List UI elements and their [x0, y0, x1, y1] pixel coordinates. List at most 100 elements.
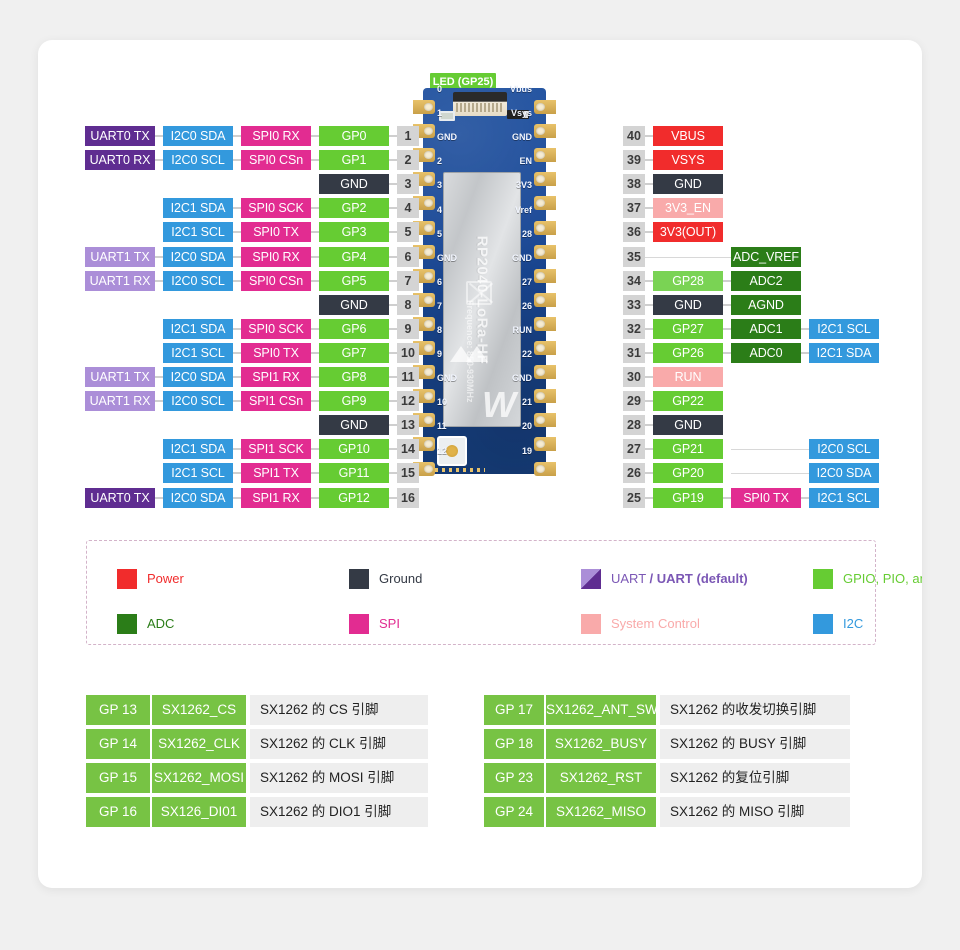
connector-dash [645, 231, 653, 234]
board-photo: RP2040-LoRa-HF Frequence: 850-930MHz W 0… [413, 84, 556, 476]
pin-label-i2c0-sda: I2C0 SDA [163, 487, 233, 508]
table-cell-gp: GP 18 [484, 729, 544, 759]
connector-dash [389, 472, 397, 475]
legend-label: SPI [379, 616, 400, 631]
silkscreen-label: 1 [437, 108, 443, 119]
connector-dash [389, 135, 397, 137]
castellated-pad [534, 437, 556, 452]
antenna-pads [435, 468, 485, 472]
connector-dash [311, 496, 319, 499]
table-cell-description: SX1262 的 CLK 引脚 [250, 729, 428, 759]
pin-number-33: 33 [623, 294, 645, 315]
connector-line [653, 256, 731, 258]
silkscreen-label: GND [437, 132, 457, 143]
pinout-card: LED (GP25) RP2040-LoRa-HF Frequence: 850… [38, 40, 922, 888]
pin-label-i2c1-sda: I2C1 SDA [163, 318, 233, 339]
pin-number-9: 9 [397, 318, 419, 339]
silkscreen-label: 7 [437, 300, 443, 311]
connector-dash [389, 424, 397, 427]
pin-label-gp20: GP20 [653, 463, 723, 484]
pin-label-adc2: ADC2 [731, 270, 801, 291]
castellated-pad [534, 196, 556, 211]
connector-dash [311, 255, 319, 258]
connector-dash [645, 448, 653, 451]
castellated-pad [534, 148, 556, 163]
connector-dash [233, 135, 241, 137]
connector-dash [389, 400, 397, 403]
castellated-pad [534, 124, 556, 139]
pin-label-i2c1-sda: I2C1 SDA [163, 198, 233, 219]
connector-dash [389, 279, 397, 282]
pin-label-adc-vref: ADC_VREF [731, 246, 801, 267]
silkscreen-label: GND [437, 252, 457, 263]
connector-dash [645, 183, 653, 186]
silkscreen-label: 9 [437, 349, 443, 360]
pin-row-left: GND 3 [38, 174, 922, 195]
pin-label-i2c0-scl: I2C0 SCL [809, 439, 879, 460]
silkscreen-label: GND [512, 373, 532, 384]
connector-dash [801, 496, 809, 499]
silkscreen-label: 3V3 [515, 180, 532, 191]
pin-label-spi1-rx: SPI1 RX [241, 367, 311, 387]
connector-dash [311, 327, 319, 330]
connector-dash [389, 351, 397, 354]
connector-dash [389, 448, 397, 451]
pin-label-gp4: GP4 [319, 246, 389, 267]
connector-line [645, 256, 653, 258]
pin-label-i2c1-sda: I2C1 SDA [809, 342, 879, 363]
pin-label-gnd: GND [319, 174, 389, 195]
pin-label-uart0-rx: UART0 RX [85, 150, 155, 171]
silkscreen-label: GND [512, 132, 532, 143]
legend-label: ADC [147, 616, 175, 631]
pin-label-spi1-sck: SPI1 SCK [241, 439, 311, 460]
pin-number-30: 30 [623, 367, 645, 387]
castellated-pad [534, 461, 556, 476]
pin-number-14: 14 [397, 439, 419, 460]
pin-number-3: 3 [397, 174, 419, 195]
connector-dash [389, 159, 397, 162]
table-cell-gp: GP 13 [86, 695, 150, 725]
pin-label-gnd: GND [653, 174, 723, 195]
castellated-pad [534, 268, 556, 283]
rp2040-lora-module: RP2040-LoRa-HF Frequence: 850-930MHz W [443, 172, 521, 427]
connector-dash [389, 255, 397, 258]
connector-line [731, 473, 809, 475]
table-cell-name: SX1262_CS [152, 695, 246, 725]
pin-label-gp10: GP10 [319, 439, 389, 460]
pin-label-spi0-tx: SPI0 TX [731, 487, 801, 508]
silkscreen-label: 3 [437, 180, 443, 191]
connector-dash [389, 183, 397, 186]
castellated-pad [534, 365, 556, 380]
table-cell-name: SX1262_ANT_SW [546, 695, 658, 725]
pin-label-gp28: GP28 [653, 270, 723, 291]
pin-number-40: 40 [623, 126, 645, 146]
pin-label-adc0: ADC0 [731, 342, 801, 363]
pin-label-i2c0-scl: I2C0 SCL [163, 270, 233, 291]
connector-dash [233, 279, 241, 282]
connector-dash [233, 376, 241, 378]
connector-dash [645, 376, 653, 378]
pin-label-gp26: GP26 [653, 342, 723, 363]
silkscreen-label: 19 [521, 445, 532, 456]
table-cell-gp: GP 23 [484, 763, 544, 793]
pin-label-3v3-out-: 3V3(OUT) [653, 222, 723, 243]
castellated-pad [534, 341, 556, 355]
pin-label-uart1-rx: UART1 RX [85, 391, 155, 412]
pin-label-gnd: GND [319, 294, 389, 315]
